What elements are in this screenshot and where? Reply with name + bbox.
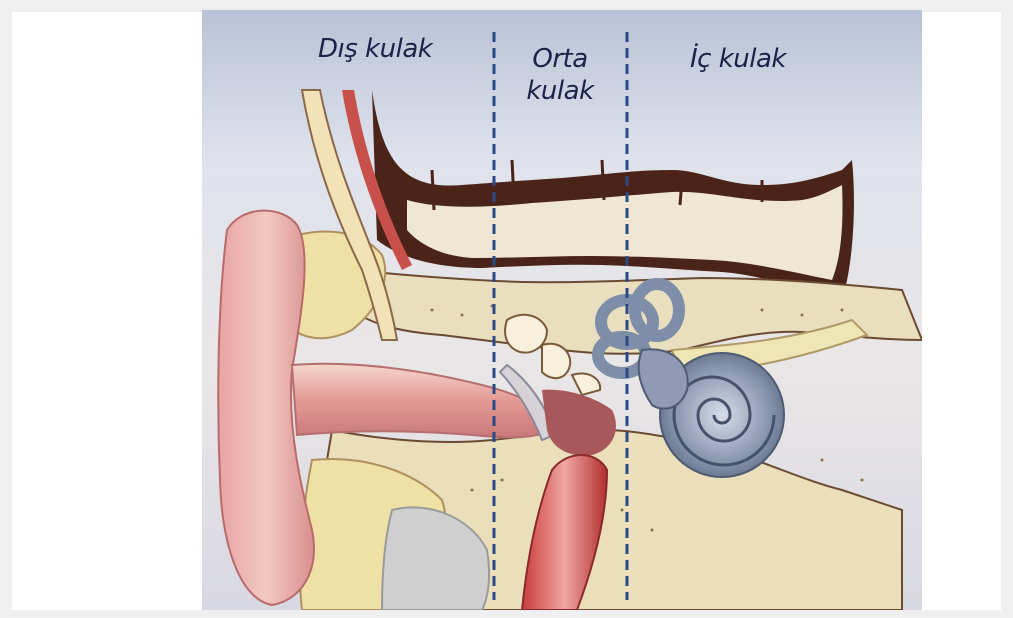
outer-ear-label: Dış kulak xyxy=(318,33,448,65)
middle-ear-label: Orta kulak xyxy=(510,43,610,107)
inner-ear-label: İç kulak xyxy=(690,43,830,75)
middle-ear-label-line1: Orta xyxy=(510,43,610,75)
middle-ear-label-line2: kulak xyxy=(510,75,610,107)
